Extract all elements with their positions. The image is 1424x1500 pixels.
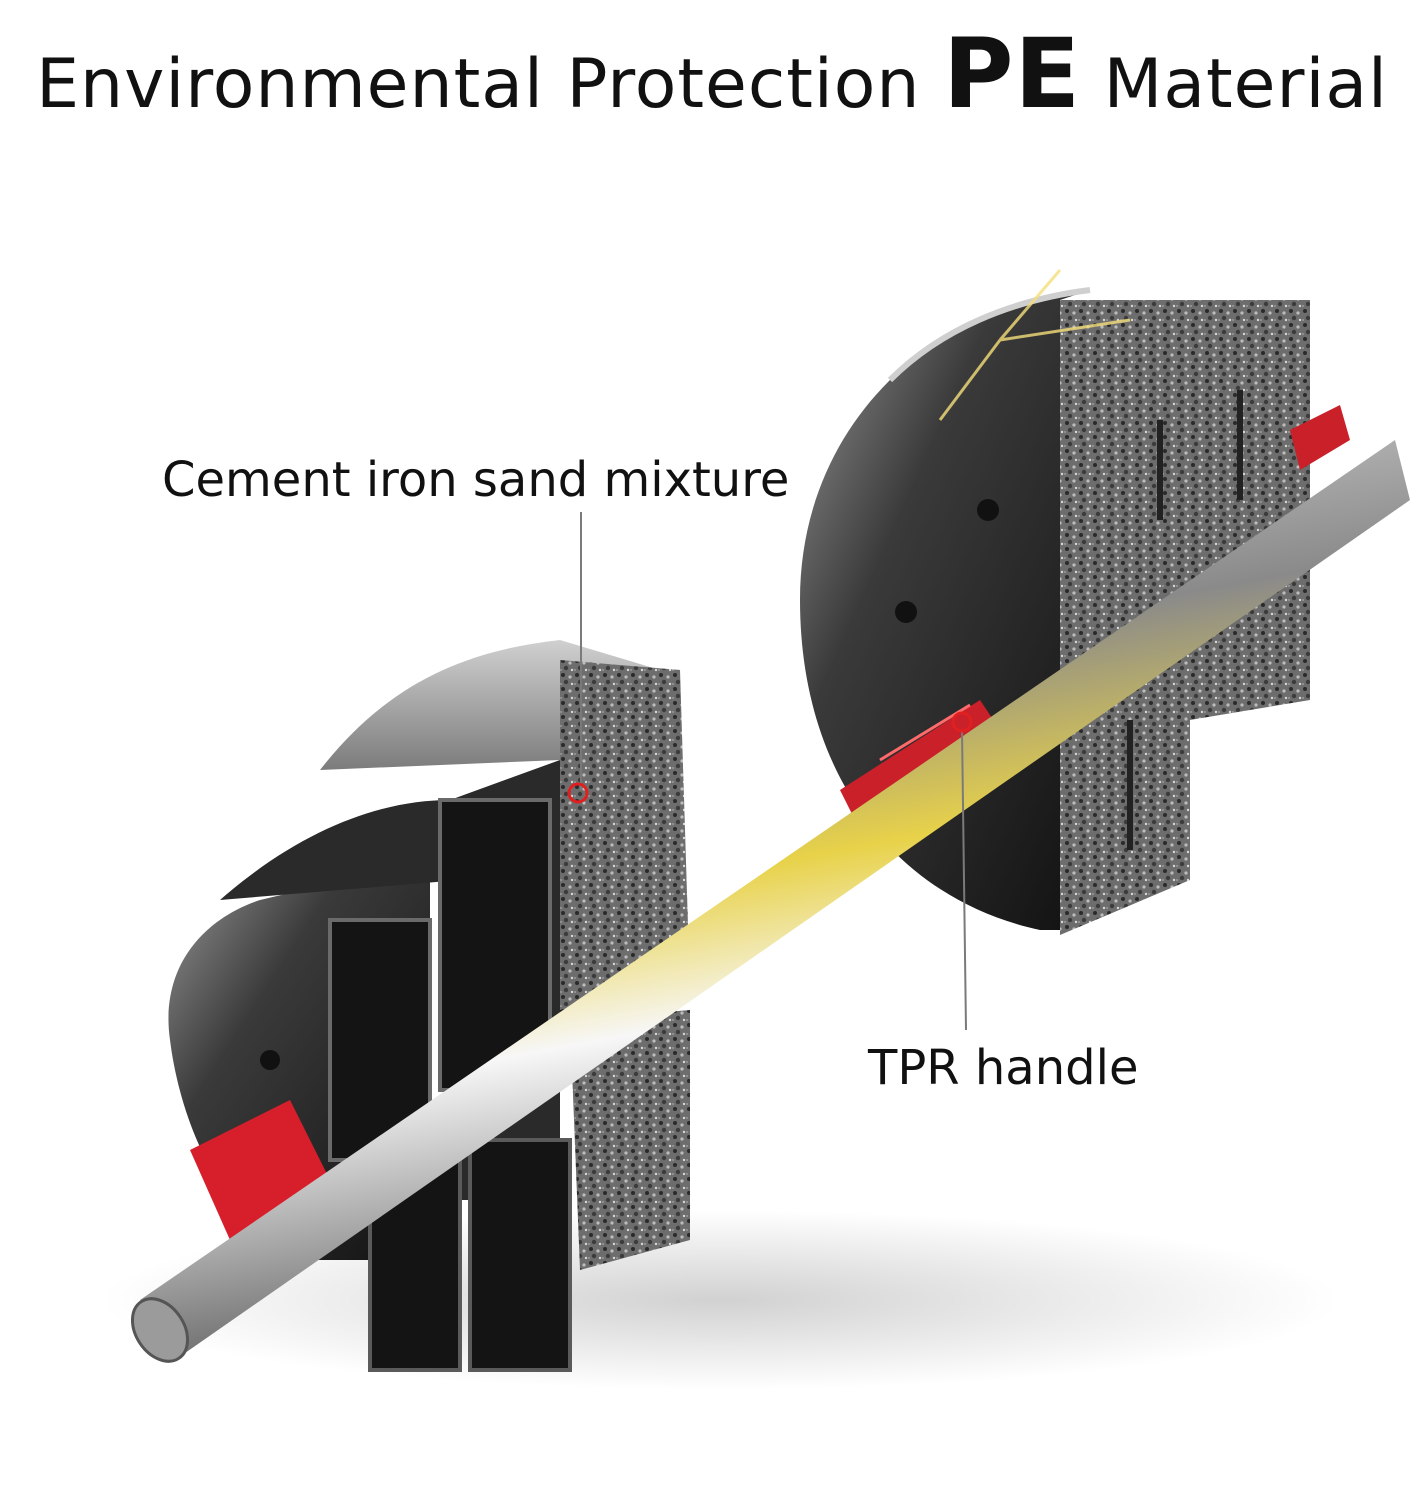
cement-mixture-label: Cement iron sand mixture	[162, 452, 790, 508]
tpr-handle-label: TPR handle	[868, 1040, 1139, 1096]
title-part-1: Environmental Protection	[36, 45, 944, 124]
handle-callout-line	[961, 729, 967, 1031]
bar-end-cap	[130, 1297, 190, 1363]
title-part-pe: PE	[943, 18, 1082, 130]
handle-callout-marker	[951, 711, 973, 733]
page-title: Environmental Protection PE Material	[0, 18, 1424, 130]
steel-bar	[140, 440, 1410, 1360]
title-part-3: Material	[1081, 45, 1388, 124]
cement-callout-marker	[567, 782, 589, 804]
